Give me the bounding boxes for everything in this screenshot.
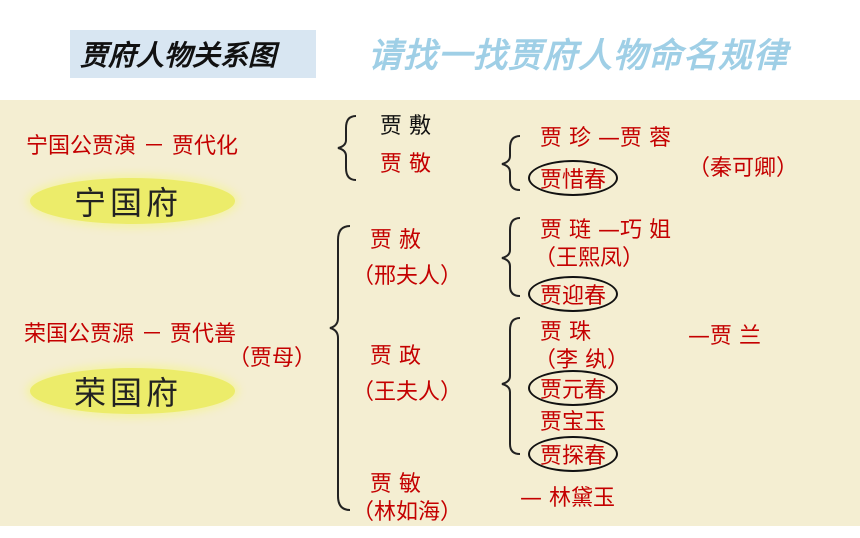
grandchild-jia-lian: 贾 琏 —巧 姐 (540, 218, 671, 243)
spouse-wang-furen: （王夫人） (352, 380, 463, 405)
child-jia-min: 贾 敏 (370, 472, 421, 497)
grandchild-jia-tanchun: 贾探春 (528, 436, 619, 472)
grandchild-jia-xichun: 贾惜春 (528, 160, 619, 196)
rongguo-label-oval (30, 368, 235, 414)
grandchild-jia-zhu: 贾 珠 (540, 320, 591, 345)
grandchild-jia-yingchun: 贾迎春 (528, 276, 619, 312)
child-jia-fu: 贾 敷 (380, 114, 431, 139)
page-title: 贾府人物关系图 (80, 39, 277, 72)
diagram-panel (0, 100, 860, 526)
child-jia-jing: 贾 敬 (380, 152, 431, 177)
spouse-lin-ruhai: （林如海） (352, 500, 463, 525)
spouse-jia-mu: （贾母） (228, 346, 317, 371)
ningguo-lineage: 宁国公贾演 － 贾代化 (26, 134, 238, 159)
child-jia-zheng: 贾 政 (370, 344, 421, 369)
she-bracket (501, 217, 521, 297)
rongguo-label: 荣国府 (74, 374, 183, 412)
spouse-xing-furen: （邢夫人） (352, 264, 463, 289)
header-title-box (70, 30, 316, 78)
grandchild-lin-daiyu: — 林黛玉 (520, 486, 615, 511)
page-subtitle: 请找一找贾府人物命名规律 (368, 36, 788, 76)
child-jia-she: 贾 赦 (370, 228, 421, 253)
ningguo-label-oval (30, 178, 235, 224)
grandchild-jia-zhen: 贾 珍 —贾 蓉 (540, 126, 671, 151)
rongguo-lineage: 荣国公贾源 － 贾代善 (24, 322, 236, 347)
jing-bracket (501, 135, 521, 191)
ningguo-label: 宁国府 (74, 184, 183, 222)
grandchild-jia-yuanchun: 贾元春 (528, 370, 619, 406)
rongguo-bracket (329, 225, 351, 511)
ningguo-bracket (337, 115, 357, 181)
great-grandchild-jia-lan: —贾 兰 (688, 324, 761, 349)
spouse-qin-keqing: （秦可卿） (688, 156, 799, 181)
spouse-li-wan: （李 纨） (534, 348, 629, 373)
spouse-wang-xifeng: （王熙凤） (534, 246, 645, 271)
grandchild-jia-baoyu: 贾宝玉 (540, 410, 607, 435)
zheng-bracket (501, 317, 521, 455)
